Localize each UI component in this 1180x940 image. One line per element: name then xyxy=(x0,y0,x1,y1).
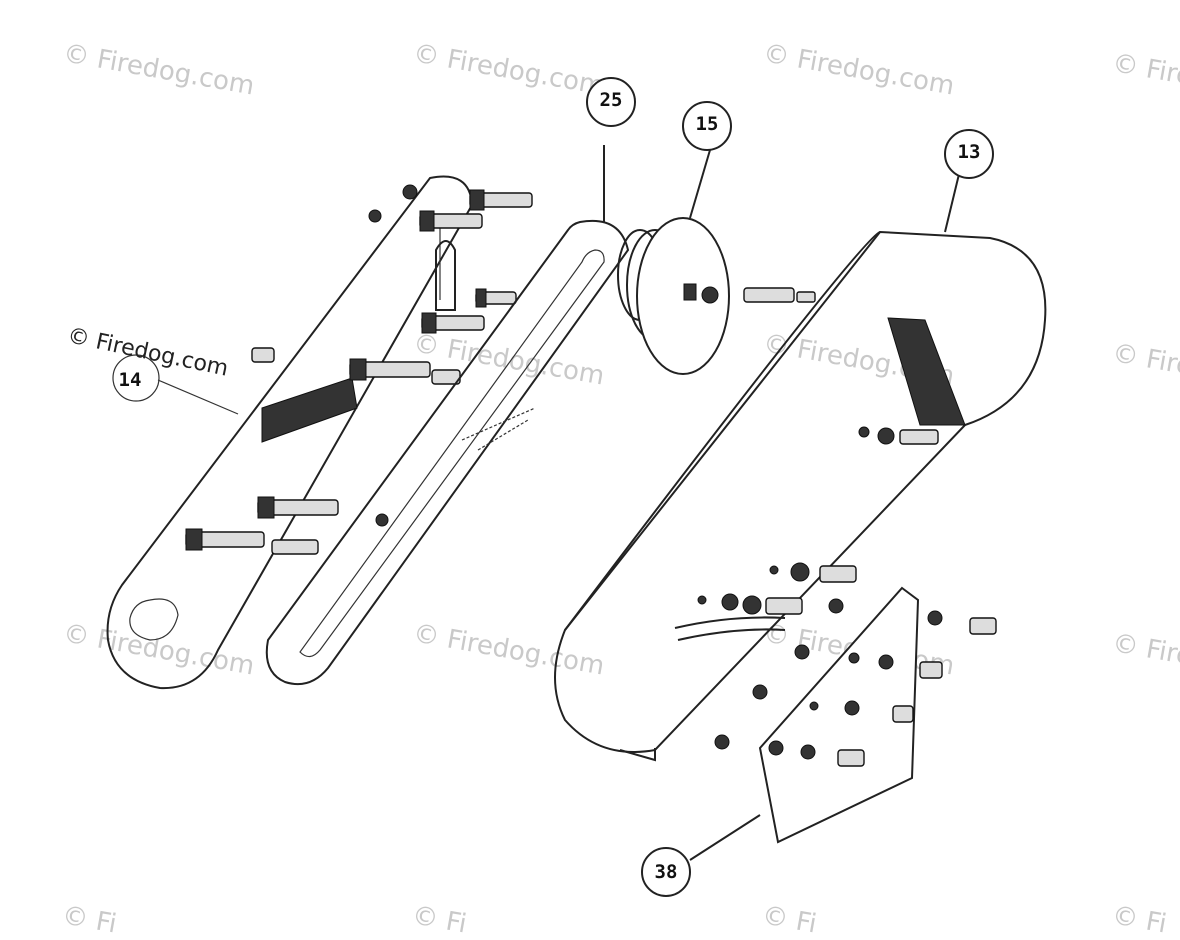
cover-plate-part-38 xyxy=(689,586,997,861)
callout-14: 14 xyxy=(112,354,160,402)
belt-part-25 xyxy=(265,145,630,686)
left-plate-bolts xyxy=(185,184,533,555)
svg-text:13: 13 xyxy=(958,141,981,163)
hatched-panel xyxy=(887,317,966,426)
hatched-block xyxy=(261,377,358,443)
leader-line-15 xyxy=(689,149,711,219)
callout-38: 38 xyxy=(641,847,691,897)
leader-line-38 xyxy=(689,814,761,861)
svg-text:38: 38 xyxy=(655,861,678,883)
leader-line-14 xyxy=(157,379,239,415)
svg-text:15: 15 xyxy=(696,113,719,135)
callout-15: 15 xyxy=(682,101,732,151)
leader-line-13 xyxy=(944,169,961,233)
svg-text:25: 25 xyxy=(600,89,623,111)
housing-part-13 xyxy=(554,169,1047,762)
pulley-part-15 xyxy=(617,149,816,375)
callout-13: 13 xyxy=(944,129,994,179)
callout-25: 25 xyxy=(586,77,636,127)
left-plate xyxy=(106,175,474,690)
svg-text:14: 14 xyxy=(119,369,142,391)
